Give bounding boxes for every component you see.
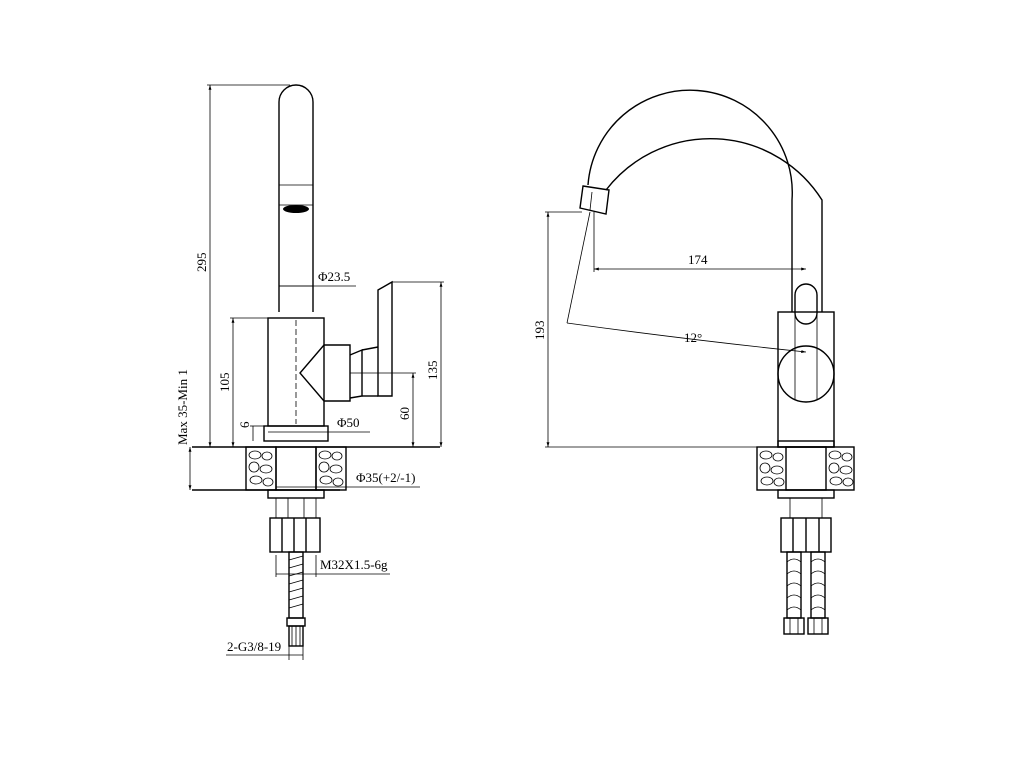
- supply-hose: [286, 551, 306, 647]
- label-body-height: 105: [217, 373, 232, 393]
- label-angle: 12°: [684, 330, 702, 345]
- side-view: 295 Φ23.5 105 Max 35-Min 1 6 135: [175, 84, 444, 660]
- dim-spout-height: 193: [532, 211, 778, 448]
- countertop-section: [192, 446, 440, 499]
- spout-tube: [278, 84, 314, 312]
- dim-angle: 12°: [566, 211, 807, 353]
- dim-handle-height: 135: [392, 281, 444, 447]
- label-hole-diameter: Φ35(+2/-1): [356, 470, 415, 485]
- label-total-height: 295: [194, 253, 209, 273]
- dim-hose: 2-G3/8-19: [226, 639, 304, 660]
- label-reach: 174: [688, 252, 708, 267]
- gooseneck-spout: [579, 89, 823, 312]
- front-view: 193 174 12°: [532, 89, 855, 635]
- front-countertop-section: [756, 446, 855, 499]
- dim-spout-diameter: Φ23.5: [279, 269, 356, 287]
- front-body: [777, 283, 835, 448]
- dim-body-height: 105: [217, 317, 268, 447]
- label-hose: 2-G3/8-19: [227, 639, 281, 654]
- dim-mount-thickness: Max 35-Min 1: [175, 369, 192, 490]
- dim-body-diameter: Φ50: [268, 415, 370, 433]
- label-spout-diameter: Φ23.5: [318, 269, 350, 284]
- faucet-body: [267, 280, 393, 427]
- dim-hole-diameter: Φ35(+2/-1): [276, 470, 420, 488]
- label-body-diameter: Φ50: [337, 415, 360, 430]
- label-thread: M32X1.5-6g: [320, 557, 388, 572]
- dim-total-height: 295: [194, 84, 290, 447]
- mounting-nut: [269, 498, 321, 553]
- front-mounting-nut: [780, 498, 832, 553]
- base-flange: [263, 425, 329, 442]
- dim-handle-offset: 60: [350, 372, 416, 447]
- label-handle-offset: 60: [397, 407, 412, 420]
- label-spout-height: 193: [532, 321, 547, 341]
- front-supply-hoses: [783, 551, 829, 635]
- label-mount-thickness: Max 35-Min 1: [175, 369, 190, 445]
- dim-reach: 174: [593, 212, 806, 272]
- dim-thread: M32X1.5-6g: [275, 555, 390, 577]
- dim-gap: 6: [237, 421, 264, 441]
- label-handle-height: 135: [425, 361, 440, 381]
- label-gap: 6: [237, 421, 252, 428]
